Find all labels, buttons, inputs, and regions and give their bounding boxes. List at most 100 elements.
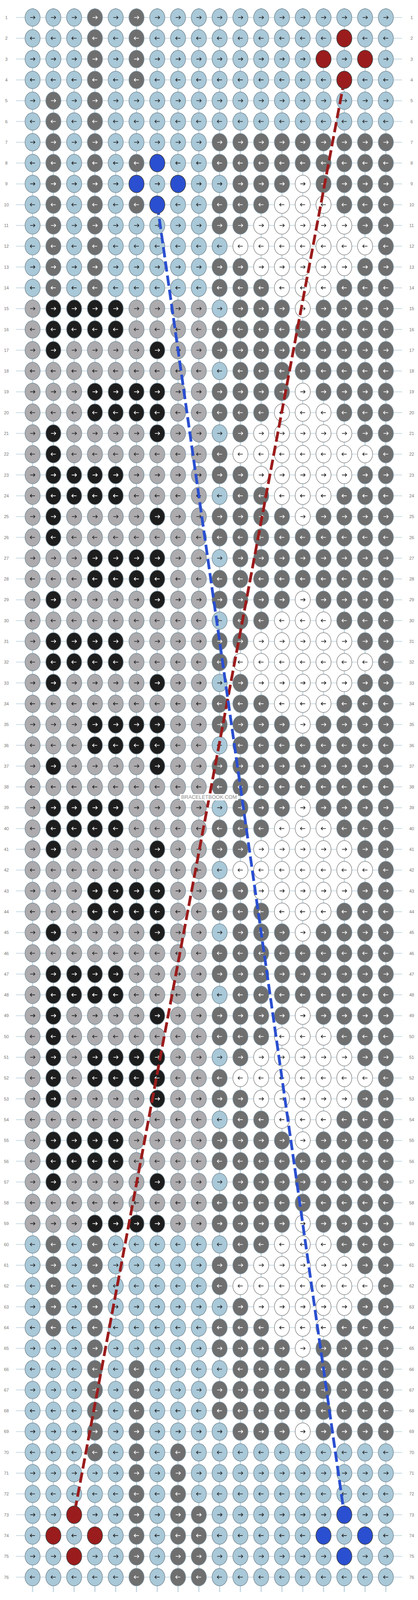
- row-number: 10: [1, 201, 12, 208]
- row-number: 55: [1, 1136, 12, 1143]
- row-number: 39: [406, 804, 417, 810]
- row-number: 23: [1, 472, 12, 478]
- row-number: 7: [406, 139, 417, 146]
- row-number: 25: [406, 513, 417, 519]
- row-number: 25: [1, 513, 12, 519]
- row-number: 17: [406, 347, 417, 353]
- row-number: 15: [406, 305, 417, 312]
- row-number: 76: [1, 1573, 12, 1580]
- row-number: 1: [1, 14, 12, 21]
- row-number: 19: [406, 388, 417, 395]
- row-number: 71: [406, 1469, 417, 1475]
- row-number: 62: [1, 1282, 12, 1288]
- row-number: 56: [1, 1157, 12, 1164]
- row-number: 50: [406, 1033, 417, 1039]
- row-number: 71: [1, 1469, 12, 1475]
- row-number: 54: [1, 1116, 12, 1122]
- row-number: 67: [1, 1386, 12, 1392]
- row-number: 42: [1, 866, 12, 873]
- row-number: 37: [406, 762, 417, 769]
- row-number: 40: [1, 825, 12, 831]
- row-number: 29: [1, 596, 12, 602]
- row-number: 8: [1, 160, 12, 166]
- row-number: 36: [1, 742, 12, 748]
- row-number: 63: [406, 1303, 417, 1309]
- row-number: 47: [1, 970, 12, 977]
- row-number: 23: [406, 472, 417, 478]
- row-number: 29: [406, 596, 417, 602]
- row-number: 13: [1, 264, 12, 270]
- row-number: 64: [406, 1323, 417, 1330]
- row-number: 45: [1, 928, 12, 935]
- row-number: 48: [1, 991, 12, 997]
- row-number: 15: [1, 305, 12, 312]
- row-number: 35: [406, 721, 417, 727]
- row-number: 49: [1, 1012, 12, 1018]
- row-number: 73: [1, 1511, 12, 1517]
- row-number: 6: [1, 118, 12, 125]
- row-number: 62: [406, 1282, 417, 1288]
- row-number: 59: [406, 1219, 417, 1226]
- row-number: 24: [1, 492, 12, 499]
- row-number: 52: [406, 1074, 417, 1080]
- row-number: 9: [1, 180, 12, 187]
- row-number: 66: [1, 1365, 12, 1372]
- row-number: 64: [1, 1323, 12, 1330]
- row-number: 58: [406, 1199, 417, 1205]
- row-number: 33: [406, 679, 417, 686]
- row-number: 42: [406, 866, 417, 873]
- row-number: 24: [406, 492, 417, 499]
- row-number: 66: [406, 1365, 417, 1372]
- row-number: 11: [406, 222, 417, 229]
- row-number: 54: [406, 1116, 417, 1122]
- row-number: 27: [406, 555, 417, 561]
- row-number: 30: [1, 617, 12, 624]
- row-number: 44: [406, 908, 417, 914]
- row-number: 31: [1, 638, 12, 644]
- row-number: 72: [1, 1490, 12, 1496]
- row-number: 10: [406, 201, 417, 208]
- row-number: 46: [406, 950, 417, 956]
- row-number: 65: [1, 1344, 12, 1351]
- row-number: 3: [406, 56, 417, 62]
- row-number: 59: [1, 1219, 12, 1226]
- row-number: 56: [406, 1157, 417, 1164]
- row-number: 39: [1, 804, 12, 810]
- row-number: 4: [406, 77, 417, 83]
- row-number: 65: [406, 1344, 417, 1351]
- row-number: 74: [1, 1531, 12, 1538]
- row-number: 75: [1, 1552, 12, 1558]
- row-number: 20: [406, 409, 417, 416]
- row-number: 16: [406, 326, 417, 333]
- row-number: 19: [1, 388, 12, 395]
- row-number: 50: [1, 1033, 12, 1039]
- row-number: 22: [1, 450, 12, 457]
- row-number: 70: [1, 1448, 12, 1455]
- row-number: 5: [406, 97, 417, 104]
- row-number: 68: [406, 1406, 417, 1413]
- row-number: 45: [406, 928, 417, 935]
- row-number: 31: [406, 638, 417, 644]
- row-number: 36: [406, 742, 417, 748]
- row-number: 60: [406, 1240, 417, 1247]
- row-number: 30: [406, 617, 417, 624]
- row-number: 1: [406, 14, 417, 21]
- row-number: 28: [1, 575, 12, 582]
- row-number: 16: [1, 326, 12, 333]
- row-number: 72: [406, 1490, 417, 1496]
- row-number: 63: [1, 1303, 12, 1309]
- row-number: 48: [406, 991, 417, 997]
- row-number: 67: [406, 1386, 417, 1392]
- row-number: 20: [1, 409, 12, 416]
- row-number: 4: [1, 77, 12, 83]
- row-number: 52: [1, 1074, 12, 1080]
- row-number: 28: [406, 575, 417, 582]
- row-number: 34: [406, 700, 417, 707]
- row-number: 21: [406, 430, 417, 436]
- row-number: 34: [1, 700, 12, 707]
- row-number: 3: [1, 56, 12, 62]
- row-number: 76: [406, 1573, 417, 1580]
- row-number: 32: [1, 658, 12, 665]
- row-number: 11: [1, 222, 12, 229]
- row-number: 18: [406, 367, 417, 374]
